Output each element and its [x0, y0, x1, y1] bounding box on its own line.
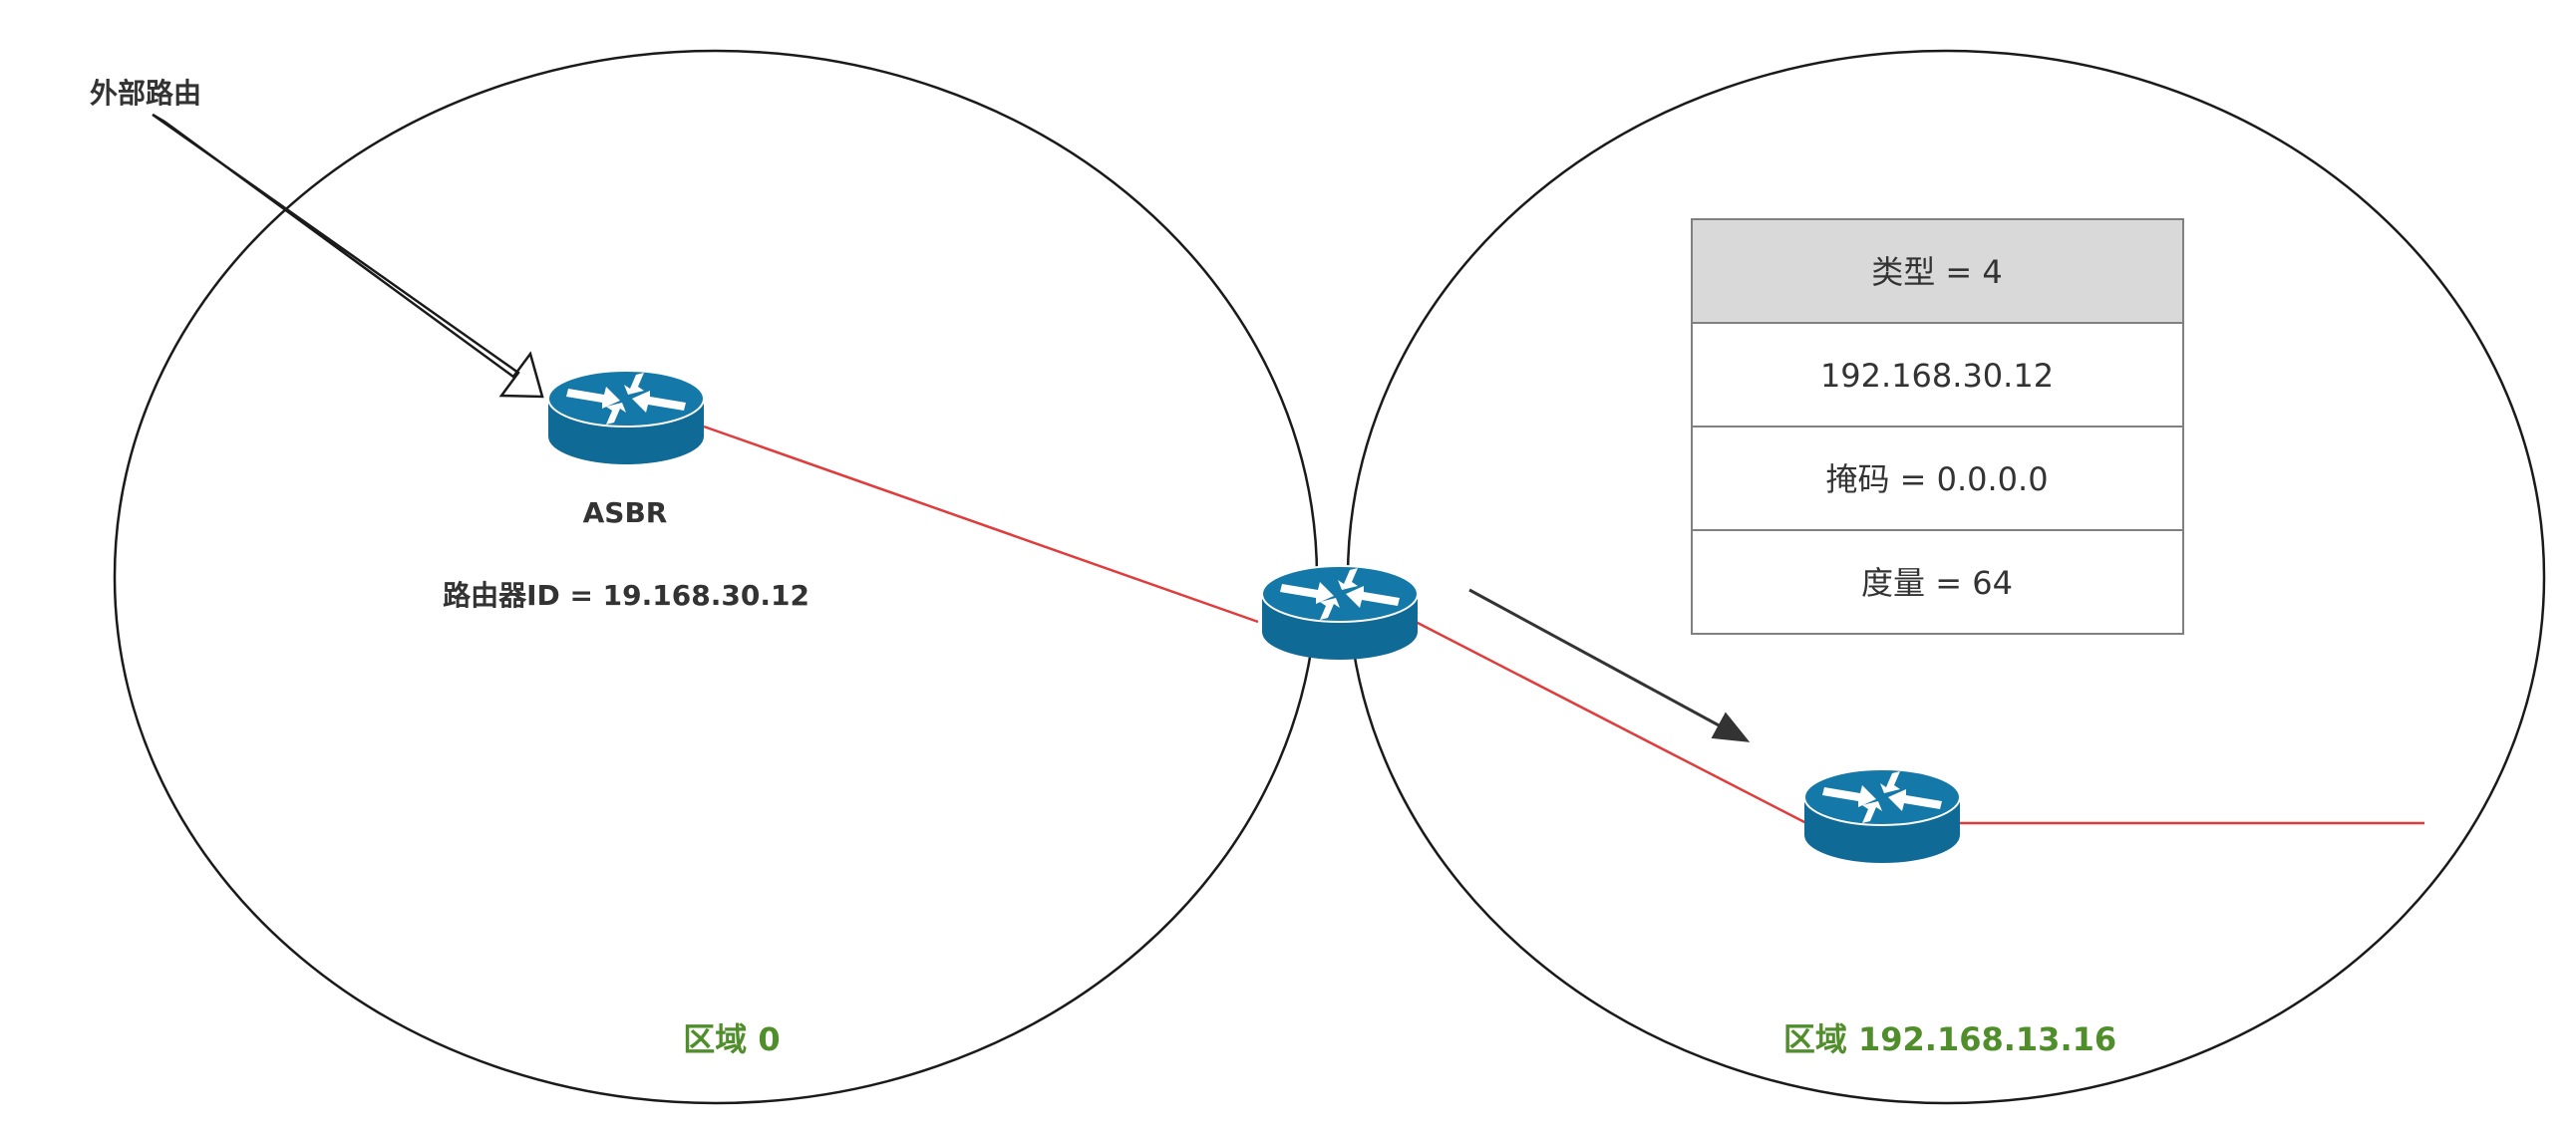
lsa-row-type: 类型 = 4: [1871, 253, 2003, 291]
external-route-label: 外部路由: [90, 77, 201, 110]
area-right-label: 区域 192.168.13.16: [1783, 1020, 2116, 1058]
lsa-row-metric: 度量 = 64: [1861, 564, 2013, 602]
router-area-right[interactable]: [1803, 768, 1961, 864]
lsa-table: 类型 = 4 192.168.30.12 掩码 = 0.0.0.0 度量 = 6…: [1691, 218, 2184, 635]
area-0-boundary: [113, 49, 1319, 1105]
router-asbr[interactable]: [547, 370, 705, 465]
link-abr-router: [1415, 620, 1807, 825]
lsa-row-mask-bg: [1691, 426, 2184, 531]
external-route-arrow: [152, 113, 544, 399]
link-asbr-abr: [703, 425, 1259, 624]
router-id-label: 路由器ID = 19.168.30.12: [443, 579, 809, 612]
area-0-label: 区域 0: [683, 1020, 780, 1058]
lsa-row-id-bg: [1691, 322, 2184, 428]
lsa-row-type-bg: [1691, 218, 2184, 324]
lsa-row-id: 192.168.30.12: [1820, 357, 2054, 395]
lsa-row-mask: 掩码 = 0.0.0.0: [1825, 460, 2048, 498]
lsa-row-metric-bg: [1691, 529, 2184, 635]
lsa-flood-arrow: [1468, 588, 1751, 742]
asbr-label: ASBR: [583, 496, 668, 529]
router-abr[interactable]: [1261, 565, 1419, 661]
